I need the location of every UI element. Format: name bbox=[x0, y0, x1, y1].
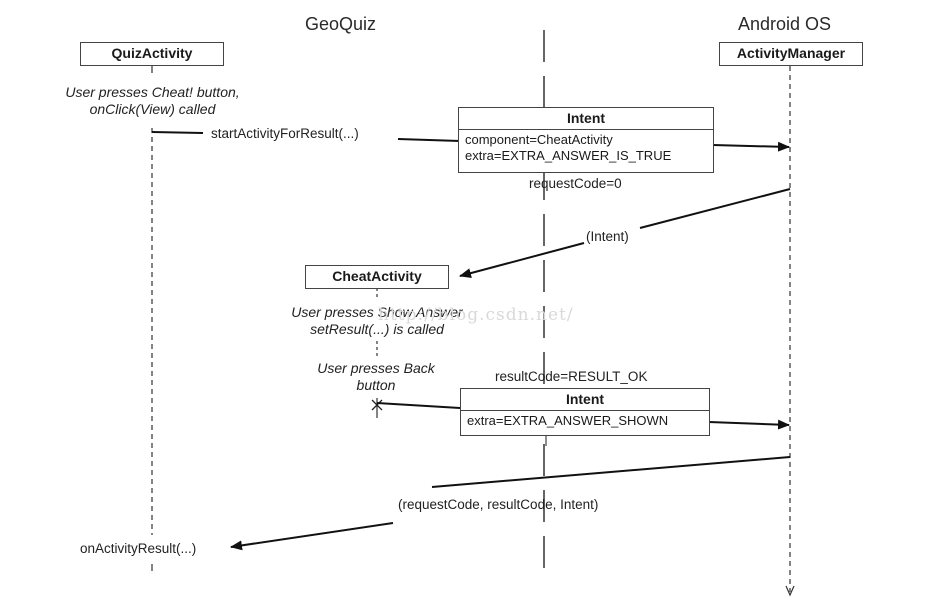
note-show-answer-line2: setResult(...) is called bbox=[310, 321, 444, 337]
intent-box-request: Intent component=CheatActivity extra=EXT… bbox=[458, 107, 714, 173]
intent-return-segment bbox=[639, 188, 791, 229]
msg-start-activity-for-result: startActivityForResult(...) bbox=[211, 126, 359, 141]
quiz-activity-label: QuizActivity bbox=[111, 45, 193, 61]
note-show-answer: User presses Show Answer setResult(...) … bbox=[268, 304, 486, 338]
set-result-segment bbox=[376, 402, 461, 409]
note-back-pressed-line1: User presses Back bbox=[317, 360, 435, 376]
intent-box-result-title: Intent bbox=[461, 389, 709, 411]
note-cheat-pressed: User presses Cheat! button, onClick(View… bbox=[40, 84, 265, 118]
lane-title-geoquiz: GeoQuiz bbox=[305, 14, 377, 34]
msg-request-code: requestCode=0 bbox=[529, 176, 622, 191]
watermark: http://blog.csdn.net/ bbox=[378, 305, 574, 325]
quiz-activity-box: QuizActivity bbox=[80, 42, 224, 66]
msg-intent: (Intent) bbox=[586, 229, 629, 244]
set-result-arrow bbox=[708, 419, 790, 430]
note-back-pressed-line2: button bbox=[356, 377, 396, 393]
cheat-activity-label: CheatActivity bbox=[332, 268, 422, 284]
msg-on-activity-result: onActivityResult(...) bbox=[80, 541, 197, 556]
intent-box-result: Intent extra=EXTRA_ANSWER_SHOWN bbox=[460, 388, 710, 436]
start-activity-arrow bbox=[712, 141, 790, 152]
intent-box-result-line: extra=EXTRA_ANSWER_SHOWN bbox=[467, 413, 669, 428]
msg-result-tuple: (requestCode, resultCode, Intent) bbox=[398, 497, 599, 512]
activity-manager-box: ActivityManager bbox=[719, 42, 863, 66]
lane-title-android-os: Android OS bbox=[738, 14, 832, 34]
activity-manager-lifeline-end-icon bbox=[785, 585, 795, 597]
msg-result-code: resultCode=RESULT_OK bbox=[495, 369, 648, 384]
note-show-answer-line1: User presses Show Answer bbox=[291, 304, 463, 320]
intent-box-request-line: component=CheatActivity bbox=[465, 132, 613, 147]
destroy-x-icon bbox=[371, 399, 383, 411]
intent-box-request-line: extra=EXTRA_ANSWER_IS_TRUE bbox=[465, 148, 672, 163]
result-return-segment bbox=[431, 456, 791, 488]
activity-manager-label: ActivityManager bbox=[736, 45, 846, 61]
intent-box-request-title: Intent bbox=[459, 108, 713, 130]
cheat-activity-box: CheatActivity bbox=[305, 265, 449, 289]
intent-to-cheat-arrow bbox=[459, 242, 585, 279]
on-activity-result-arrow bbox=[230, 522, 394, 551]
note-back-pressed: User presses Back button bbox=[290, 360, 462, 394]
start-activity-arrow-segment2 bbox=[397, 138, 461, 142]
note-cheat-pressed-line2: onClick(View) called bbox=[89, 101, 216, 117]
start-activity-arrow-segment bbox=[151, 131, 204, 134]
note-cheat-pressed-line1: User presses Cheat! button, bbox=[65, 84, 240, 100]
